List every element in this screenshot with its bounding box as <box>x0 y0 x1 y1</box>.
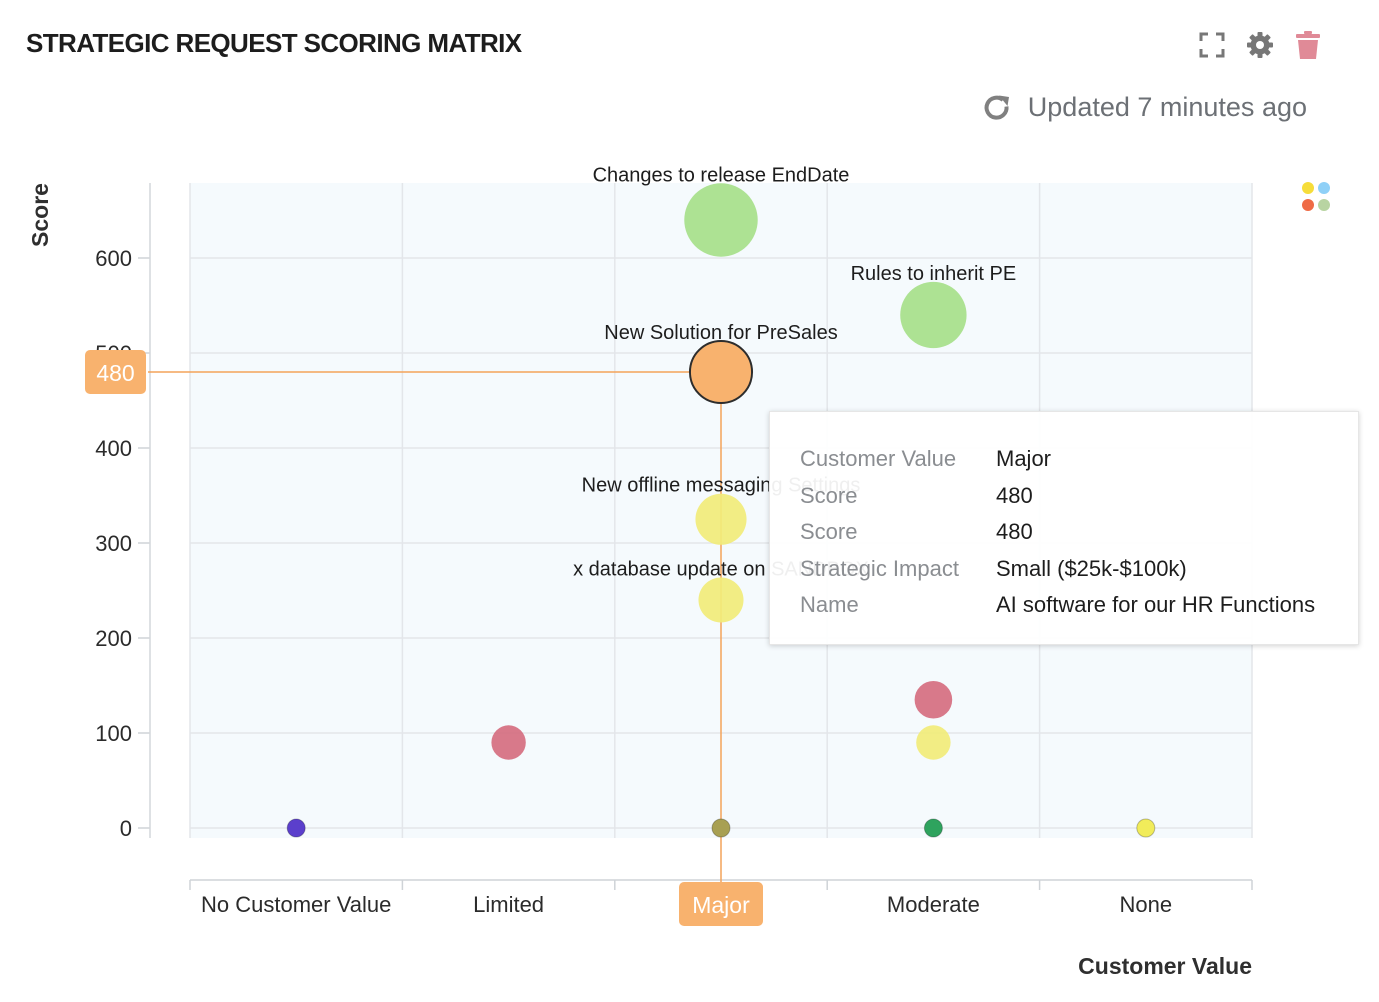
widget-toolbar <box>1197 28 1323 62</box>
updated-timestamp: Updated 7 minutes ago <box>1027 92 1307 122</box>
crosshair-x-label: Major <box>692 892 750 918</box>
fullscreen-icon[interactable] <box>1197 28 1227 62</box>
x-tick-label: No Customer Value <box>201 892 391 917</box>
bubble-label: New Solution for PreSales <box>604 322 837 344</box>
tooltip-key: Strategic Impact <box>800 555 959 581</box>
bubble-point <box>684 183 758 257</box>
tooltip-key: Score <box>800 519 858 544</box>
legend-dot <box>1318 182 1330 194</box>
bubble-point <box>698 577 744 623</box>
bubble-point <box>916 725 951 760</box>
bubble-label: Changes to release EndDate <box>593 164 850 186</box>
y-tick-label: 400 <box>95 436 132 461</box>
bubble-point <box>286 818 306 838</box>
bubble-point <box>711 818 731 838</box>
trash-icon[interactable] <box>1293 28 1323 62</box>
bubble-point <box>914 680 953 719</box>
legend-dot <box>1318 199 1330 211</box>
y-tick-label: 200 <box>95 626 132 651</box>
y-tick-label: 600 <box>95 246 132 271</box>
y-tick-label: 300 <box>95 531 132 556</box>
bubble-point <box>688 339 754 405</box>
tooltip-key: Customer Value <box>800 446 957 471</box>
tooltip-value: Small ($25k-$100k) <box>996 555 1187 581</box>
x-axis-title: Customer Value <box>1078 953 1252 979</box>
legend-dot <box>1302 182 1314 194</box>
bubble-point <box>923 818 943 838</box>
crosshair-y-label: 480 <box>96 360 134 386</box>
tooltip-key: Name <box>800 592 859 617</box>
x-tick-label: Moderate <box>887 892 980 917</box>
refresh-row: Updated 7 minutes ago <box>982 92 1307 123</box>
y-tick-label: 0 <box>120 816 132 841</box>
bubble-point <box>900 281 967 349</box>
widget-title: STRATEGIC REQUEST SCORING MATRIX <box>26 28 522 58</box>
refresh-icon[interactable] <box>982 93 1012 123</box>
tooltip-value: AI software for our HR Functions <box>996 592 1316 617</box>
tooltip-value: 480 <box>996 519 1033 544</box>
legend-dot <box>1302 199 1314 211</box>
y-tick-label: 100 <box>95 721 132 746</box>
bubble-point <box>1136 818 1156 838</box>
tooltip-value: Major <box>996 446 1052 471</box>
y-axis-title: Score <box>27 183 53 247</box>
crosshair-y-badge <box>85 350 146 394</box>
bubble-point <box>491 725 526 760</box>
tooltip-value: 480 <box>996 482 1033 508</box>
bubble-point <box>695 493 747 545</box>
x-tick-label: Limited <box>473 892 544 917</box>
bubble-label: Rules to inherit PE <box>851 263 1017 285</box>
crosshair-x-badge <box>679 882 763 926</box>
x-tick-label: None <box>1120 892 1173 917</box>
gear-icon[interactable] <box>1245 28 1275 62</box>
tooltip-key: Score <box>800 482 858 508</box>
